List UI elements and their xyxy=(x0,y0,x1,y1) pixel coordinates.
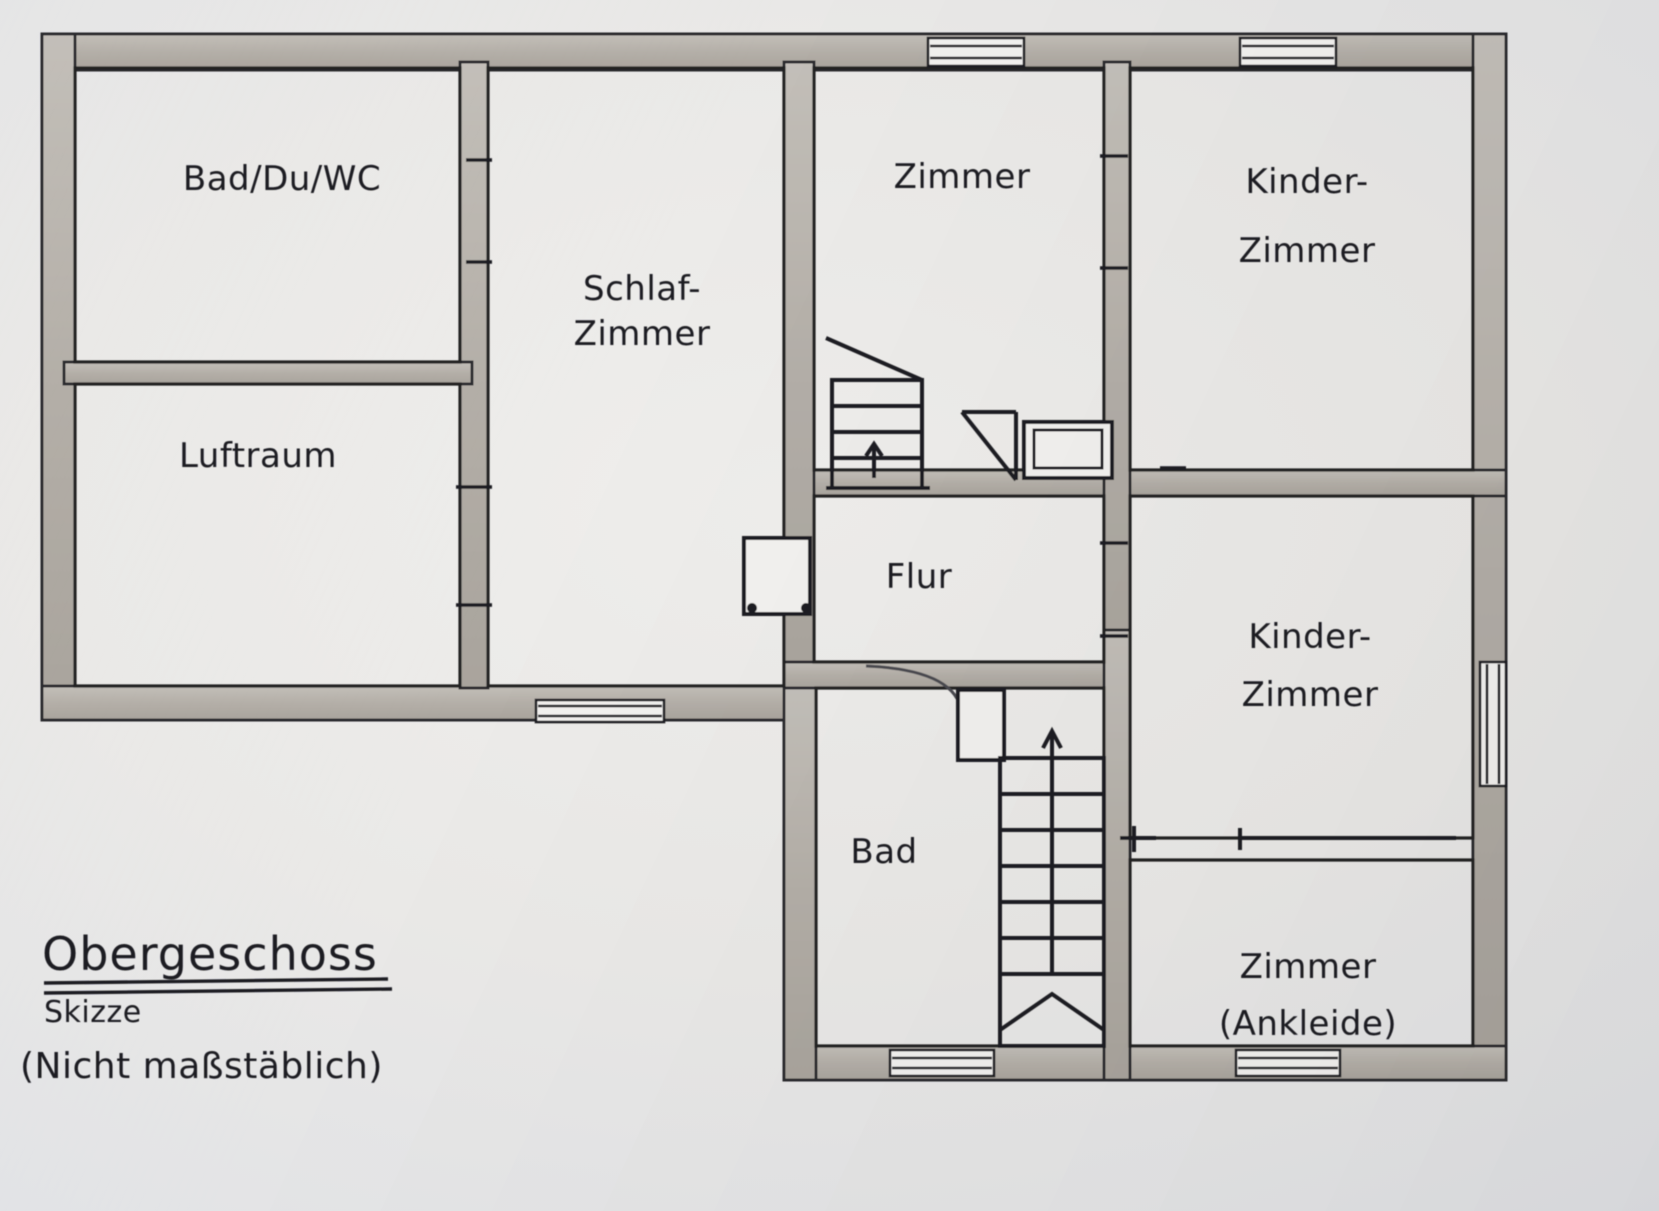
room-label-kinderzimmer-2: Kinder- xyxy=(1248,617,1371,657)
page-title: Obergeschoss xyxy=(42,927,378,981)
room-label-schlafzimmer: Schlaf- xyxy=(583,269,701,309)
room-label-luftraum: Luftraum xyxy=(179,436,337,476)
room-label-kinderzimmer-1b: Zimmer xyxy=(1239,231,1376,271)
room-labels: Bad/Du/WC Luftraum Schlaf- Zimmer Zimmer… xyxy=(179,157,1397,1044)
staircase-main xyxy=(998,756,1106,1048)
door-leaf-bad xyxy=(956,688,1006,762)
door-schlafzimmer xyxy=(742,536,812,616)
title-block: Obergeschoss Skizze (Nicht maßstäblich) xyxy=(20,927,393,1087)
scale-note: (Nicht maßstäblich) xyxy=(20,1046,383,1087)
door-openings xyxy=(456,154,1186,638)
room-label-flur: Flur xyxy=(886,557,953,597)
windows xyxy=(534,36,1508,1078)
room-label-zimmer-ankleide-2: (Ankleide) xyxy=(1219,1004,1397,1044)
stair-upper-arrow-icon xyxy=(864,440,884,478)
page-subtitle: Skizze xyxy=(44,995,142,1030)
room-outlines xyxy=(73,66,1475,1048)
room-label-zimmer-ankleide: Zimmer xyxy=(1240,947,1377,987)
staircase-upper xyxy=(825,336,930,490)
door-ticks-right xyxy=(1120,826,1456,852)
stair-main-arrow-icon xyxy=(1041,726,1063,790)
shaft-box-upper xyxy=(1022,420,1114,480)
room-label-bad: Bad xyxy=(850,832,917,872)
room-label-zimmer-oben: Zimmer xyxy=(894,157,1031,197)
room-label-kinderzimmer-1: Kinder- xyxy=(1245,162,1368,202)
room-label-bad-du-wc: Bad/Du/WC xyxy=(183,159,381,199)
door-zimmer-oben xyxy=(960,410,1018,482)
room-label-schlafzimmer-2: Zimmer xyxy=(574,314,711,354)
room-label-kinderzimmer-2b: Zimmer xyxy=(1242,675,1379,715)
